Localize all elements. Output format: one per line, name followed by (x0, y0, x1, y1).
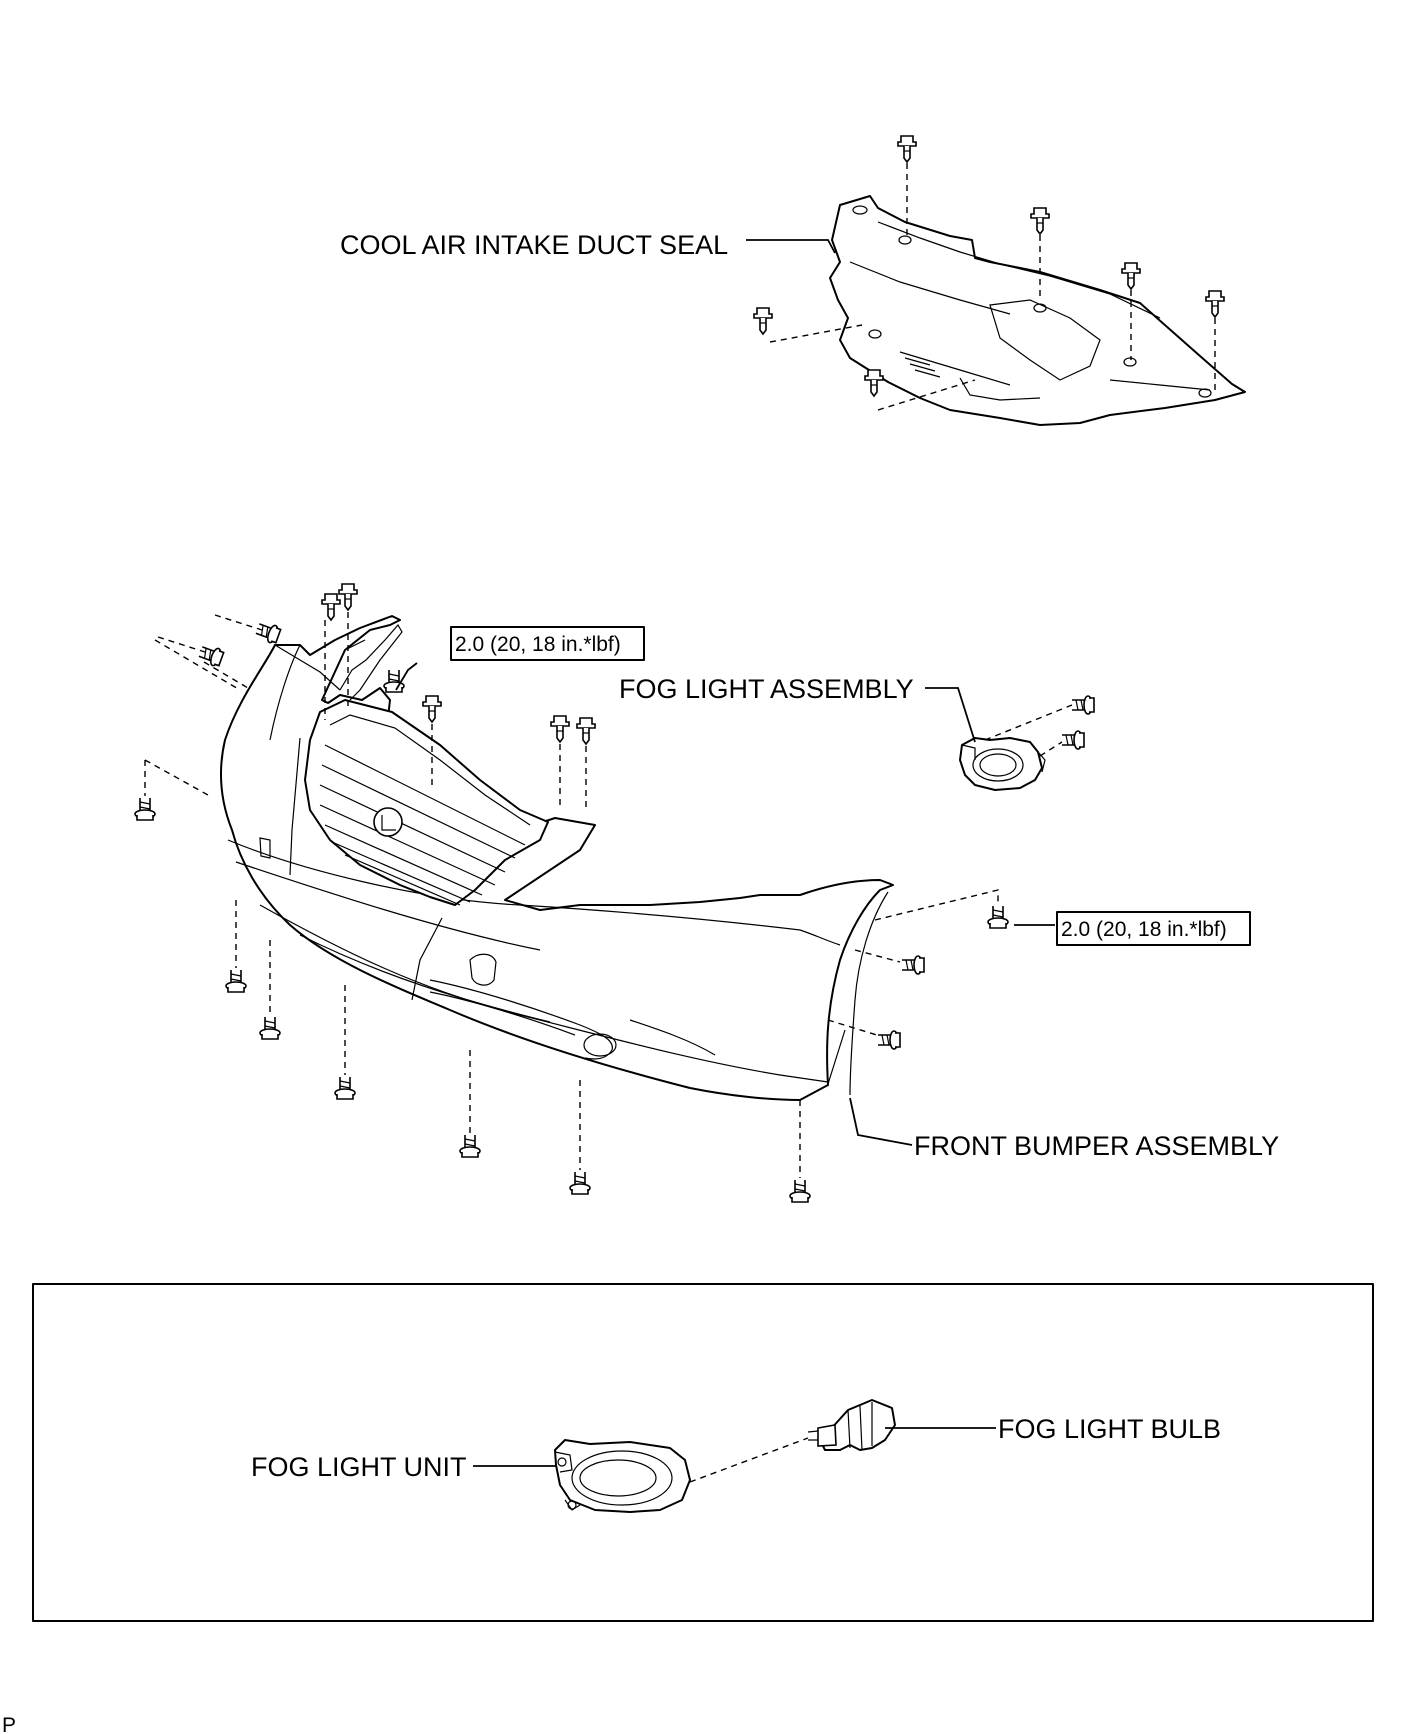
leader-torque-upper (395, 662, 418, 691)
clip-icon (576, 717, 596, 745)
clip-icon (1205, 290, 1225, 318)
clip-icon (338, 583, 358, 611)
bolt-icon (987, 905, 1009, 929)
torque-box-upper (450, 626, 645, 661)
bolt-icon (259, 1016, 281, 1040)
screw-icon (253, 619, 283, 646)
clip-icon (321, 593, 341, 621)
leader-cool-air-intake-duct-seal (746, 239, 836, 254)
fog-light-bulb (807, 1399, 896, 1451)
screw-icon (901, 955, 925, 975)
bolt-icon (569, 1171, 591, 1195)
clip-icon (753, 307, 773, 335)
screw-icon (877, 1030, 901, 1050)
bolt-icon (459, 1134, 481, 1158)
label-fog-light-bulb: FOG LIGHT BULB (998, 1414, 1221, 1444)
torque-box-side (1056, 911, 1251, 946)
leader-front-bumper-assembly (849, 1097, 913, 1146)
detail-box (32, 1283, 1374, 1622)
bolt-icon (225, 969, 247, 993)
bolt-icon (789, 1179, 811, 1203)
bolt-icon (134, 797, 156, 821)
clip-icon (864, 369, 884, 397)
bulb-to-unit-line (689, 1437, 809, 1483)
clip-icon (897, 135, 917, 163)
clip-icon (1121, 262, 1141, 290)
bolt-icon (334, 1076, 356, 1100)
screw-icon (196, 642, 226, 669)
bumper-fasteners (134, 583, 1009, 1203)
label-front-bumper-assembly: FRONT BUMPER ASSEMBLY (914, 1131, 1279, 1161)
screw-icon (1071, 695, 1095, 715)
screw-icon (1061, 730, 1085, 750)
leader-fog-light-assembly (925, 687, 976, 743)
clip-icon (422, 695, 442, 723)
torque-spec-side: 2.0 (20, 18 in.*lbf) (1061, 918, 1227, 941)
clip-icon (550, 715, 570, 743)
cool-air-intake-duct-seal (753, 135, 1246, 426)
torque-spec-upper: 2.0 (20, 18 in.*lbf) (455, 633, 621, 656)
fog-light-assembly (959, 695, 1095, 791)
label-cool-air-intake-duct-seal: COOL AIR INTAKE DUCT SEAL (340, 230, 728, 260)
corner-mark: P (2, 1714, 16, 1734)
label-fog-light-unit: FOG LIGHT UNIT (251, 1452, 467, 1482)
front-bumper-assembly (219, 615, 894, 1101)
clip-icon (1030, 207, 1050, 235)
label-fog-light-assembly: FOG LIGHT ASSEMBLY (619, 674, 914, 704)
fog-light-unit (554, 1439, 691, 1513)
